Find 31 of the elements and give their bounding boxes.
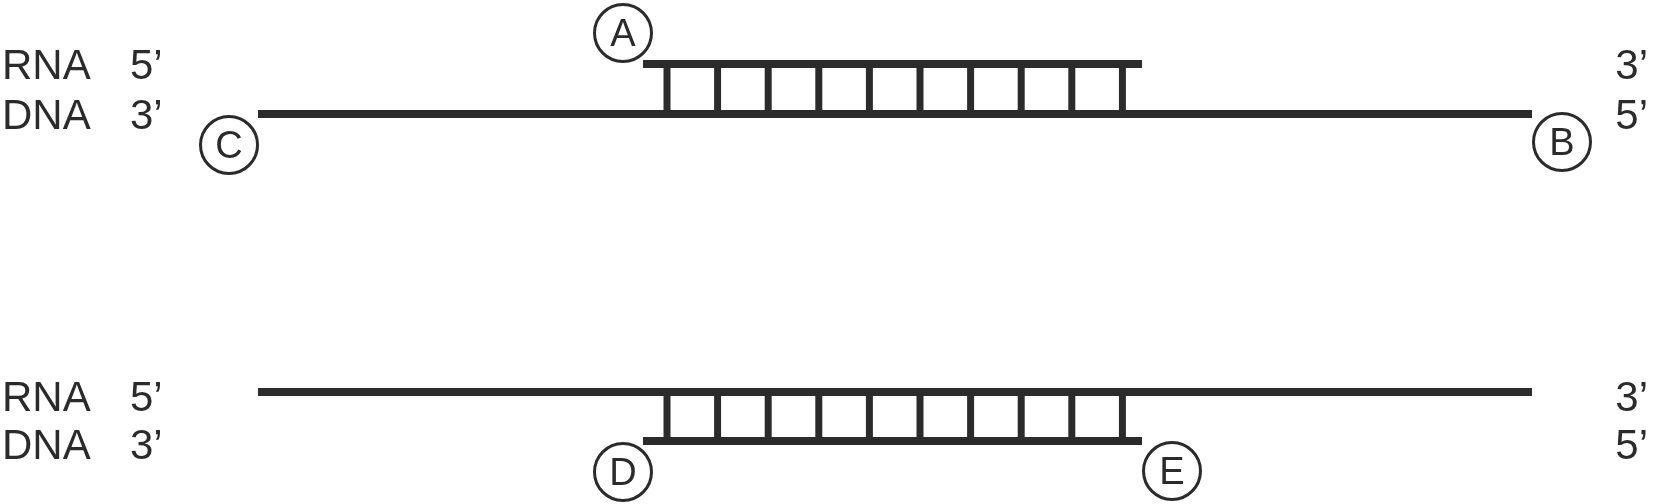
base-pair-rung [714,67,722,110]
strand-label: DNA [2,94,91,136]
end-label: 5’ [130,44,163,86]
base-pair-rung [1118,67,1126,110]
base-pair-rung [916,67,924,110]
base-pair-rung [1017,67,1025,110]
circled-letter: A [593,3,653,63]
end-label: 5’ [130,376,163,418]
strand-label: DNA [2,424,91,466]
end-label: 5’ [1615,94,1648,136]
base-pair-rung [764,67,772,110]
base-pair-rung [1068,67,1076,110]
base-pair-rung [815,67,823,110]
base-pair-rung [663,67,671,110]
end-label: 3’ [1615,376,1648,418]
circled-letter: C [199,115,259,175]
circled-letter: B [1532,112,1592,172]
strand-bar [643,59,1142,68]
strand-label: RNA [2,376,91,418]
end-label: 3’ [130,94,163,136]
strand-bar [258,110,1532,118]
strand-bar [258,388,1532,396]
base-pair-rung [865,67,873,110]
circled-letter: D [593,442,653,502]
strand-label: RNA [2,44,91,86]
end-label: 3’ [130,424,163,466]
circled-letter: E [1142,441,1202,501]
end-label: 5’ [1615,424,1648,466]
strand-bar [643,437,1142,445]
base-pair-rung [967,67,975,110]
end-label: 3’ [1615,44,1648,86]
